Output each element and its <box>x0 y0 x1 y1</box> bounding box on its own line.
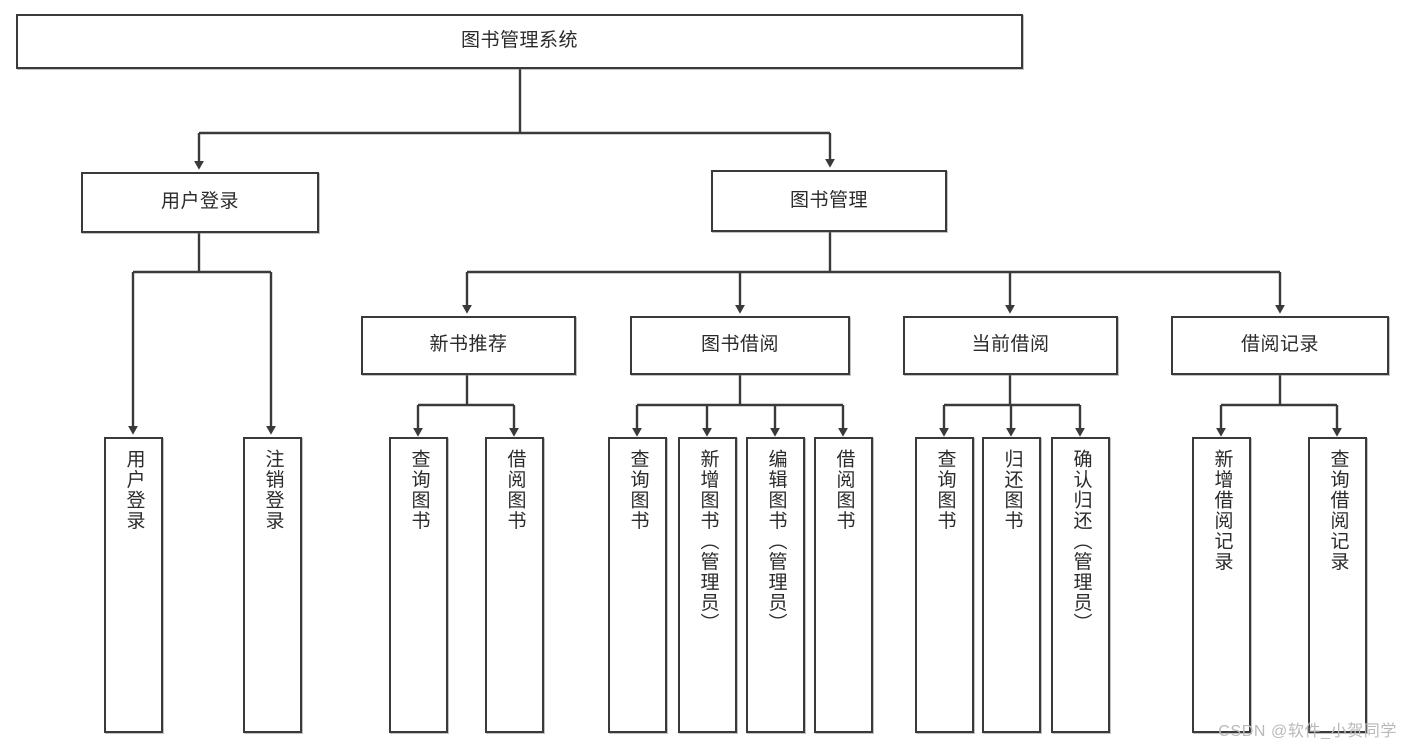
node-leaf-borrow-book-label: 借阅图书 <box>833 449 855 531</box>
node-leaf-edit-book-label: 编辑图书（管理员） <box>765 449 787 634</box>
node-leaf-query-book-current[interactable]: 查询图书 <box>915 437 974 733</box>
node-user-login-label: 用户登录 <box>160 191 239 213</box>
node-leaf-borrow-book[interactable]: 借阅图书 <box>814 437 873 733</box>
node-leaf-user-login-label: 用户登录 <box>123 449 145 531</box>
node-leaf-edit-book[interactable]: 编辑图书（管理员） <box>746 437 805 733</box>
node-leaf-add-book[interactable]: 新增图书（管理员） <box>678 437 737 733</box>
node-book-manage[interactable]: 图书管理 <box>711 170 947 232</box>
node-current-borrow-label: 当前借阅 <box>971 334 1050 356</box>
node-new-book-recommend[interactable]: 新书推荐 <box>361 316 576 375</box>
node-leaf-add-borrow-record[interactable]: 新增借阅记录 <box>1192 437 1251 733</box>
node-leaf-return-book-label: 归还图书 <box>1001 449 1023 531</box>
node-user-login[interactable]: 用户登录 <box>81 172 319 233</box>
node-leaf-add-borrow-record-label: 新增借阅记录 <box>1211 449 1233 572</box>
node-leaf-query-book-current-label: 查询图书 <box>934 449 956 531</box>
node-book-borrow[interactable]: 图书借阅 <box>630 316 850 375</box>
node-leaf-query-borrow-record[interactable]: 查询借阅记录 <box>1308 437 1367 733</box>
node-leaf-add-book-label: 新增图书（管理员） <box>697 449 719 634</box>
node-leaf-user-login[interactable]: 用户登录 <box>104 437 163 733</box>
node-book-manage-label: 图书管理 <box>789 189 868 211</box>
node-leaf-borrow-book-recommend-label: 借阅图书 <box>504 449 526 531</box>
node-leaf-query-borrow-record-label: 查询借阅记录 <box>1327 449 1349 572</box>
node-leaf-confirm-return[interactable]: 确认归还（管理员） <box>1051 437 1110 733</box>
node-leaf-query-book-recommend[interactable]: 查询图书 <box>389 437 448 733</box>
node-new-book-recommend-label: 新书推荐 <box>429 334 508 356</box>
node-leaf-query-book-label: 查询图书 <box>627 449 649 531</box>
node-leaf-query-book-recommend-label: 查询图书 <box>408 449 430 531</box>
node-current-borrow[interactable]: 当前借阅 <box>903 316 1118 375</box>
node-leaf-user-logout[interactable]: 注销登录 <box>243 437 302 733</box>
node-leaf-query-book[interactable]: 查询图书 <box>608 437 667 733</box>
node-leaf-borrow-book-recommend[interactable]: 借阅图书 <box>485 437 544 733</box>
node-borrow-record[interactable]: 借阅记录 <box>1171 316 1389 375</box>
node-leaf-confirm-return-label: 确认归还（管理员） <box>1070 449 1092 634</box>
watermark: CSDN @软件_小贺同学 <box>1218 723 1397 740</box>
node-book-borrow-label: 图书借阅 <box>700 334 779 356</box>
node-root-label: 图书管理系统 <box>460 30 578 52</box>
node-root[interactable]: 图书管理系统 <box>16 14 1023 69</box>
node-leaf-return-book[interactable]: 归还图书 <box>982 437 1041 733</box>
node-leaf-user-logout-label: 注销登录 <box>262 449 284 531</box>
node-borrow-record-label: 借阅记录 <box>1240 334 1319 356</box>
